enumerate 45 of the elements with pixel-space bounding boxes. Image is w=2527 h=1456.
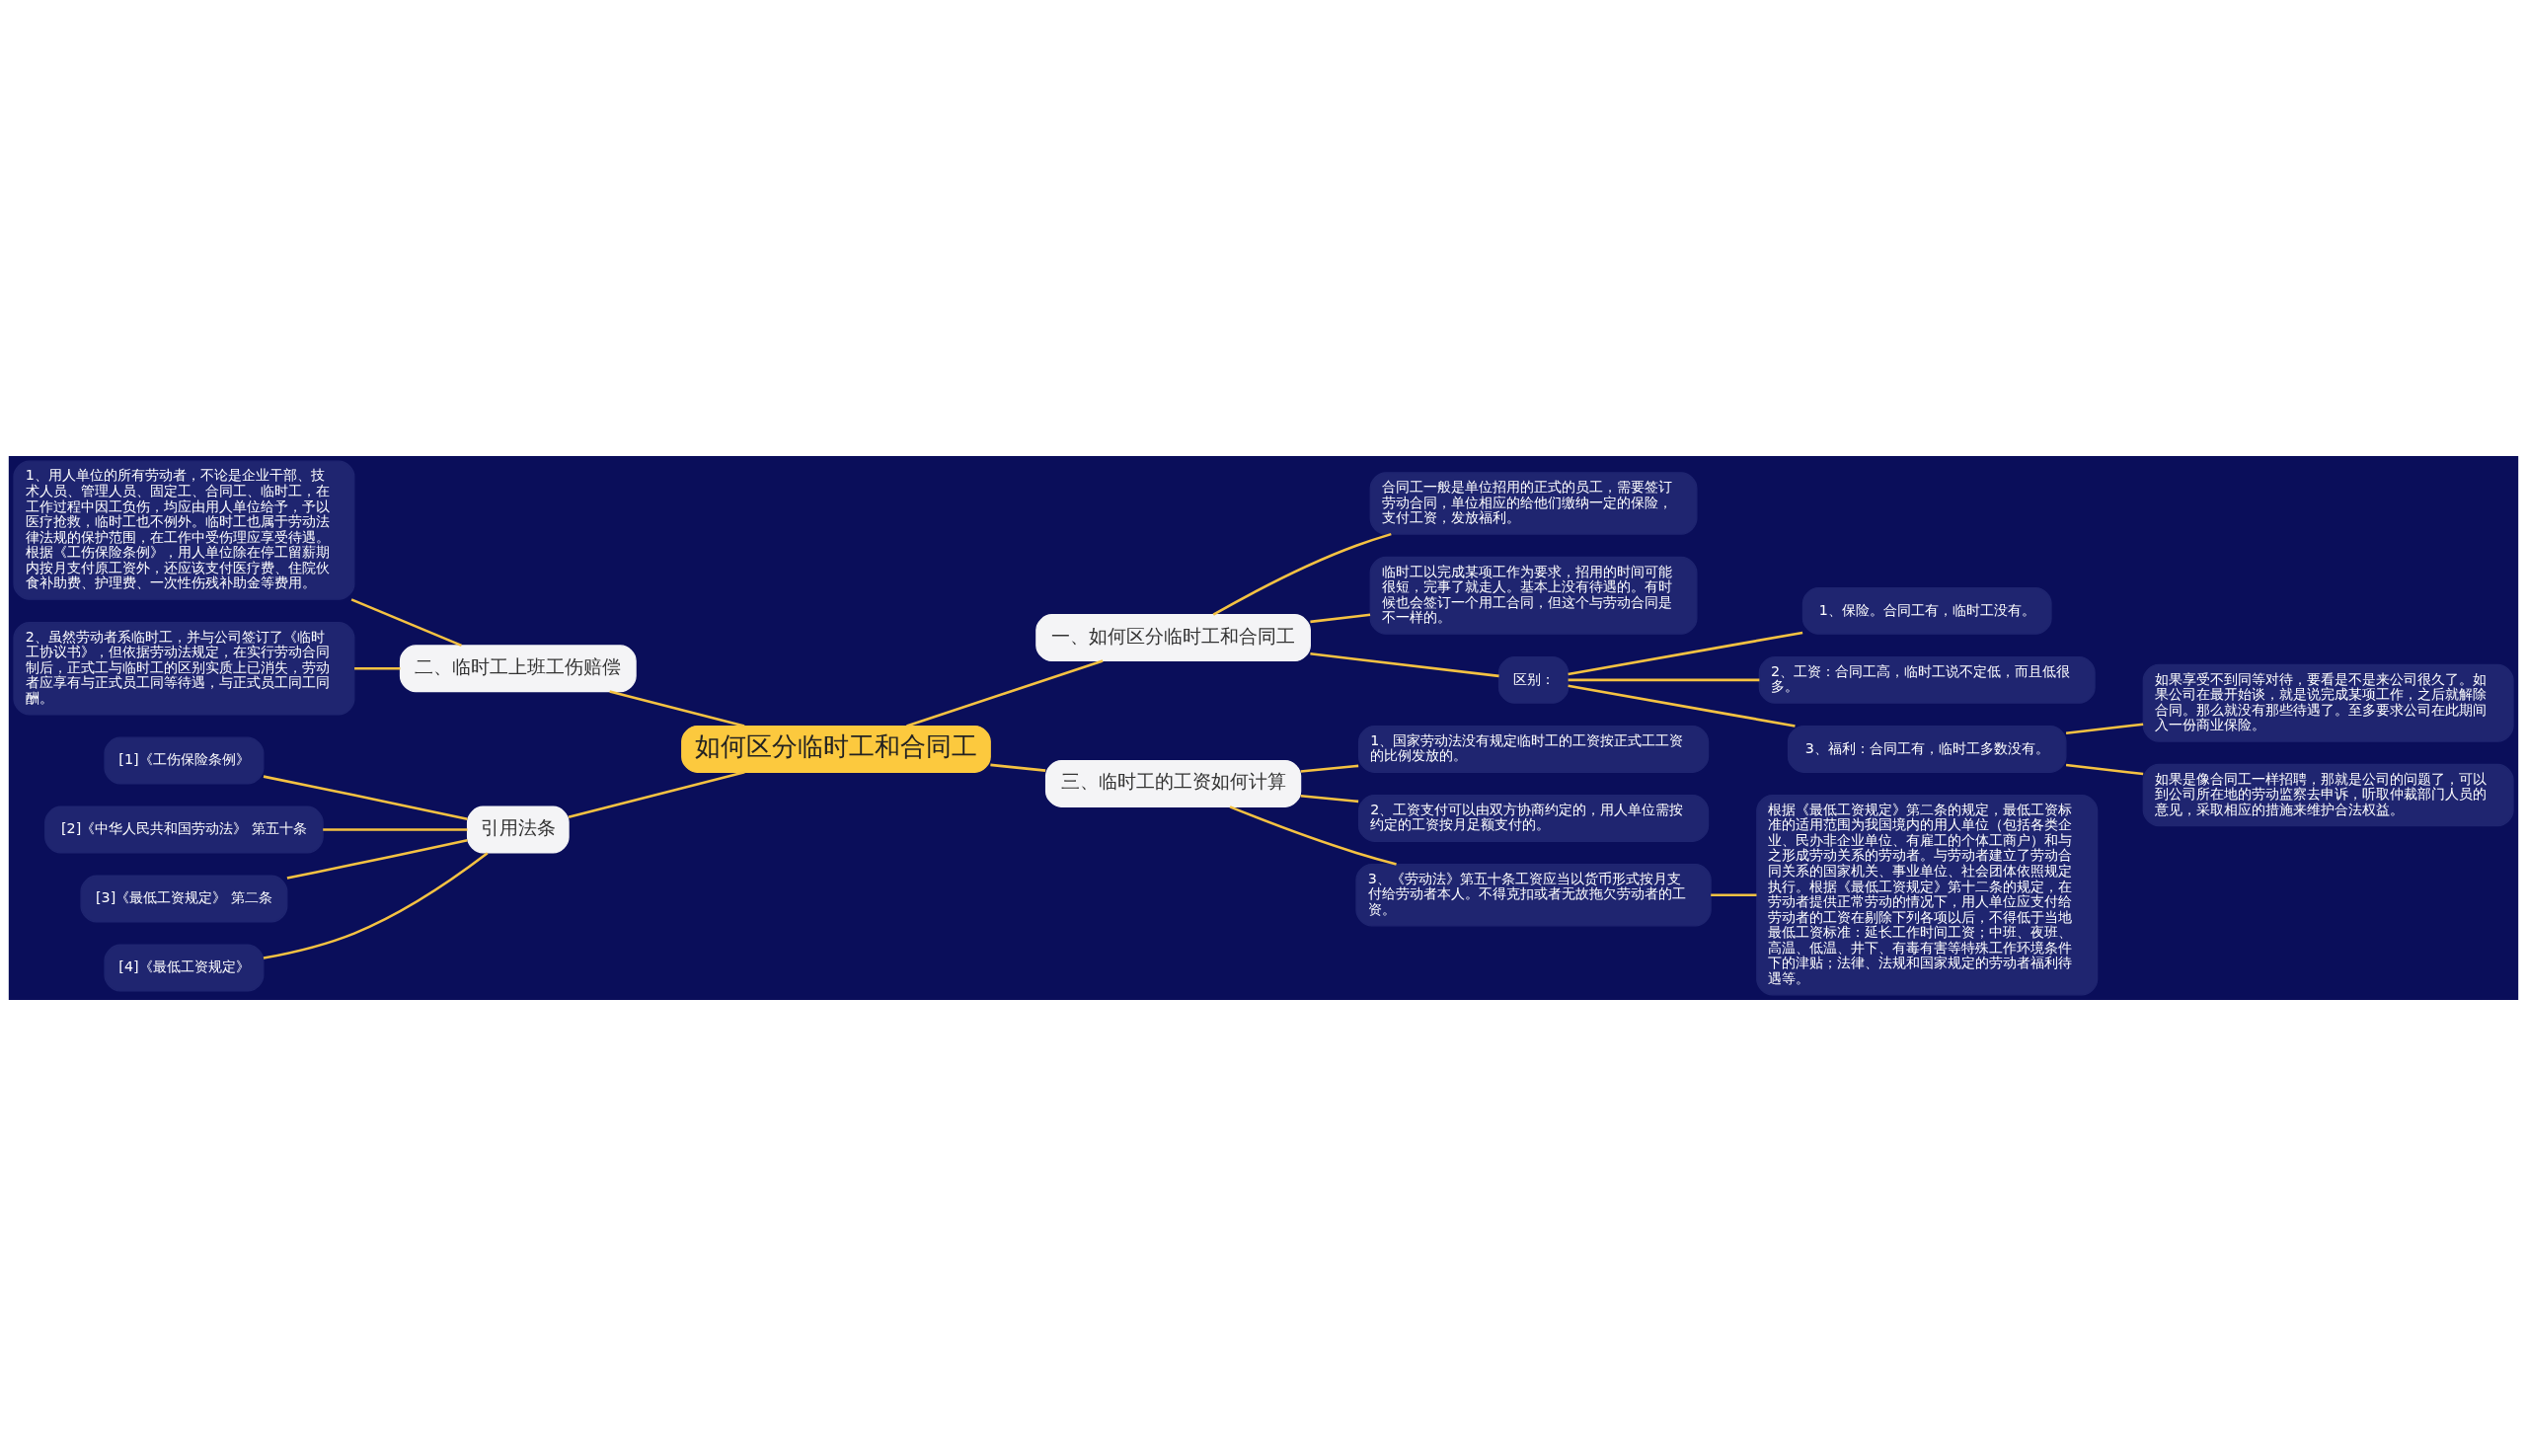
node-box: 一、如何区分临时工和合同工 xyxy=(1035,614,1311,662)
connector xyxy=(2065,723,2144,735)
connector xyxy=(2065,763,2144,776)
node-box: 2、虽然劳动者系临时工，并与公司签订了《临时工协议书》，但依据劳动法规定，在实行劳动合同制后，正式工与临时工的区别实质上已消失，劳动者应享有与正式员工同等待遇，与正式员工同工同酬。 xyxy=(13,621,355,716)
connector xyxy=(1711,893,1757,896)
connector xyxy=(1568,684,1796,728)
node-box: 如何区分临时工和合同工 xyxy=(681,725,991,773)
connector xyxy=(263,775,468,821)
node-box: 3、福利：合同工有，临时工多数没有。 xyxy=(1787,725,2067,773)
node-box: 2、工资支付可以由双方协商约定的，用人单位需按约定的工资按月足额支付的。 xyxy=(1357,794,1710,842)
node-box: 3、《劳动法》第五十条工资应当以货币形式按月支付给劳动者本人。不得克扣或者无故拖欠劳动者的工资。 xyxy=(1355,863,1712,927)
connector xyxy=(354,666,401,670)
connector xyxy=(323,828,468,831)
connector xyxy=(1568,678,1760,682)
connector xyxy=(990,763,1046,772)
connector xyxy=(286,839,468,880)
node-box: 区别： xyxy=(1497,655,1570,704)
node-box: 引用法条 xyxy=(466,805,570,854)
node-box: 如果享受不到同等对待，要看是不是来公司很久了。如果公司在最开始谈，就是说完成某项工作，之后就解除合同。那么就没有那些待遇了。至多要求公司在此期间入一份商业保险。 xyxy=(2142,663,2514,742)
node-box: 二、临时工上班工伤赔偿 xyxy=(399,645,637,693)
node-box: 1、保险。合同工有，临时工没有。 xyxy=(1801,586,2052,635)
connector xyxy=(1212,532,1392,616)
connector xyxy=(1300,794,1359,804)
connector xyxy=(609,690,745,728)
node-box: [1]《工伤保险条例》 xyxy=(104,736,265,785)
connector xyxy=(1229,805,1397,866)
node-box: 2、工资：合同工高，临时工说不定低，而且低很多。 xyxy=(1758,655,2096,704)
connector xyxy=(1310,613,1371,624)
node-box: 1、国家劳动法没有规定临时工的工资按正式工工资的比例发放的。 xyxy=(1357,725,1710,773)
connector xyxy=(1568,631,1803,676)
node-box: [4]《最低工资规定》 xyxy=(104,944,265,992)
node-box: 根据《最低工资规定》第二条的规定，最低工资标准的适用范围为我国境内的用人单位（包括各类企业、民办非企业单位、有雇工的个体工商户）和与之形成劳动关系的劳动者。与劳动者建立了劳动合同关系的国家机关、事业单位、社会团体依照规定执行。根据《最低工资规定》第十二条的规定，在劳动者提供正常劳动的情况下，用人单位应支付给劳动者的工资在剔除下列各项以后，不得低于当地最低工资标准：延长工作时间工资；中班、夜班、高温、低温、井下、有毒有害等特殊工作环境条件下的津贴；法律、法规和国家规定的劳动者福利待遇等。 xyxy=(1756,794,2099,996)
connector xyxy=(1310,652,1499,678)
connector xyxy=(350,598,462,648)
connector xyxy=(568,771,745,819)
node-box: 1、用人单位的所有劳动者，不论是企业干部、技术人员、管理人员、固定工、合同工、临时工，在工作过程中因工负伤，均应由用人单位给予，予以医疗抢救，临时工也不例外。临时工也属于劳动法律法规的保护范围，在工作中受伤理应享受待遇。根据《工伤保险条例》，用人单位除在停工留薪期内按月支付原工资外，还应该支付医疗费、住院伙食补助费、护理费、一次性伤残补助金等费用。 xyxy=(13,460,355,600)
node-box: [2]《中华人民共和国劳动法》 第五十条 xyxy=(44,805,324,854)
node-box: 临时工以完成某项工作为要求，招用的时间可能很短，完事了就走人。基本上没有待遇的。有时候也会签订一个用工合同，但这个与劳动合同是不一样的。 xyxy=(1369,556,1698,635)
node-box: 合同工一般是单位招用的正式的员工，需要签订劳动合同，单位相应的给他们缴纳一定的保险，支付工资，发放福利。 xyxy=(1369,472,1698,535)
connector xyxy=(906,659,1104,728)
connector xyxy=(263,852,489,959)
node-box: 三、临时工的工资如何计算 xyxy=(1044,759,1302,807)
node-box: [3]《最低工资规定》 第二条 xyxy=(80,875,288,923)
node-box: 如果是像合同工一样招聘，那就是公司的问题了，可以到公司所在地的劳动监察去申诉，听取仲裁部门人员的意见，采取相应的措施来维护合法权益。 xyxy=(2142,763,2514,827)
connector xyxy=(1300,764,1359,773)
